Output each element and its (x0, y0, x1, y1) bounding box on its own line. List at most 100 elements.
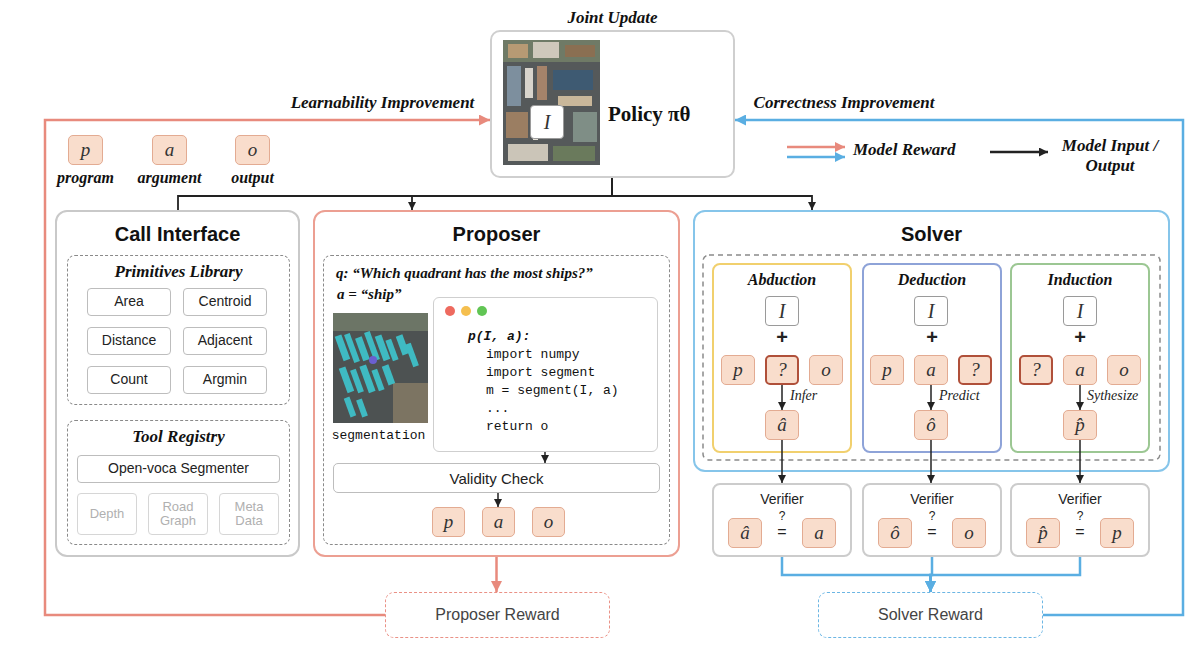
node-text: Solver (695, 223, 1168, 246)
ship-mask (356, 399, 368, 418)
connector (45, 120, 490, 615)
node-text: Proposer Reward (435, 606, 560, 624)
connector (1079, 385, 1081, 410)
building (533, 42, 559, 58)
registry-box: Tool RegistryOpen-voca SegmenterDepthRoa… (67, 420, 290, 545)
node-text: a (814, 522, 824, 544)
target-token: p (1100, 518, 1134, 548)
node-text: a (1075, 359, 1085, 381)
node-text: ô (890, 522, 900, 544)
library-box: Primitives LibraryArea CentroidDistance Ad… (67, 255, 290, 405)
legend-line (990, 151, 1048, 154)
program-token: p (721, 355, 755, 385)
edge-label: Sythesize (1087, 388, 1149, 404)
connector (782, 557, 931, 592)
legend-text: Model Reward (853, 140, 993, 160)
node-text: Proposer (315, 223, 678, 246)
building (565, 45, 595, 57)
primitive-button: Argmin (183, 366, 267, 394)
mask-marker (369, 356, 377, 364)
target-token: o (952, 518, 986, 548)
program-token: p (432, 507, 465, 537)
image-region (333, 313, 428, 331)
compare-mark: ? (922, 509, 942, 523)
node-text: a (165, 139, 175, 161)
node-text: p̂ (1075, 414, 1085, 436)
prediction-token: â (765, 410, 799, 440)
solver-workspace-outline (703, 255, 1160, 460)
key-caption: argument (137, 169, 201, 187)
prediction-token: ô (914, 410, 948, 440)
edge-label: Infer (790, 388, 850, 404)
unknown-token: ? (958, 355, 992, 385)
node-text: return o (468, 418, 657, 436)
connector (1079, 440, 1081, 483)
node-text: o (248, 139, 258, 161)
node-text: Road Graph (149, 500, 207, 529)
connector (495, 557, 498, 592)
primitive-button: Count (87, 366, 171, 394)
node-text: p (81, 139, 91, 161)
tool-button: Meta Data (219, 493, 279, 535)
node-text: Meta Data (220, 500, 278, 529)
key-caption: program (57, 169, 114, 187)
node-text: ? (970, 359, 980, 381)
window-dot (461, 306, 471, 316)
ship-mask (344, 333, 360, 363)
water (553, 70, 593, 90)
building (508, 44, 528, 58)
tool-button: Open-voca Segmenter (77, 455, 280, 483)
task-panel: AbductionIp?oâ (712, 263, 852, 453)
node-text: Adjacent (198, 333, 252, 348)
node-text: Deduction (864, 271, 1000, 289)
image-region (503, 40, 600, 62)
primitive-button: Centroid (183, 288, 267, 316)
node-text: â (740, 522, 750, 544)
ship-mask (382, 364, 395, 385)
target-token: a (802, 518, 836, 548)
node-text: Distance (102, 333, 156, 348)
node-text: I (1077, 300, 1084, 323)
edge-label: Predict (939, 388, 999, 404)
tool-button: Road Graph (148, 493, 208, 535)
ship-mask (385, 339, 398, 362)
compare-mark: ? (772, 509, 792, 523)
node-text: p̂ (1038, 522, 1048, 544)
node-text: Area (114, 294, 144, 309)
unknown-token: ? (1019, 355, 1053, 385)
node-text: import numpy (468, 346, 657, 364)
argument-token: a (1063, 355, 1097, 385)
node-text: I (779, 300, 786, 323)
prediction-token: p̂ (1063, 410, 1097, 440)
node-text: Primitives Library (68, 262, 289, 282)
node-text: a (494, 511, 504, 533)
compare-mark: ? (1070, 509, 1090, 523)
prediction-token: p̂ (1026, 518, 1060, 548)
segmentation-image (333, 313, 428, 423)
node-text: p (444, 511, 454, 533)
ship-mask (344, 397, 356, 418)
ship-mask (375, 334, 390, 361)
node-text: ... (468, 400, 657, 418)
task-panel: DeductionIpa?ô (862, 263, 1002, 453)
primitive-button: Adjacent (183, 327, 267, 355)
node-text: Verifier (864, 491, 1000, 507)
edge-label: Correctness Improvement (745, 93, 943, 113)
node-text: ô (926, 414, 936, 436)
output-token: o (532, 507, 565, 537)
connector (931, 557, 1081, 592)
node-text: ? (1031, 359, 1041, 381)
node-text: o (821, 359, 831, 381)
node-text: Induction (1012, 271, 1148, 289)
building (506, 112, 528, 138)
node-text: Verifier (714, 491, 850, 507)
connector (612, 178, 812, 210)
node-text: Argmin (203, 372, 247, 387)
node-text: q: “Which quadrant has the most ships?” (336, 265, 669, 282)
node-text: Count (110, 372, 147, 387)
node-text: Verifier (1012, 491, 1148, 507)
legend-line (787, 156, 845, 159)
node-text: o (964, 522, 974, 544)
